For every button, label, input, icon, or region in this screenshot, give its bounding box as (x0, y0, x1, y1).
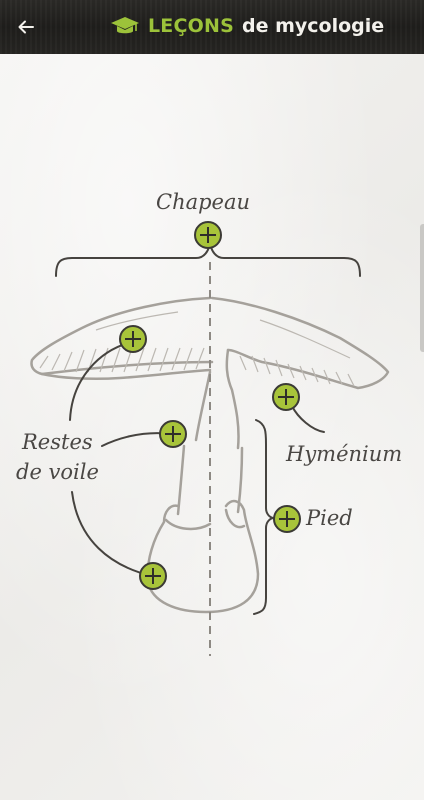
hotspot-chapeau[interactable] (194, 221, 222, 249)
cap-outline (30, 296, 214, 376)
hotspot-restes-lower[interactable] (139, 562, 167, 590)
leader-lines (55, 243, 361, 615)
hotspot-pied[interactable] (273, 505, 301, 533)
restes-leader-lower (71, 491, 153, 577)
plus-icon-bar (279, 517, 295, 521)
app-title: LEÇONS de mycologie (110, 11, 384, 41)
scroll-edge-handle[interactable] (420, 224, 424, 352)
plus-icon-bar (200, 233, 216, 237)
label-restes-line2: de voile (16, 460, 99, 484)
gill-hatching (39, 311, 355, 387)
app-bar: LEÇONS de mycologie (0, 0, 424, 54)
paper-background (0, 54, 424, 800)
title-strong: LEÇONS (148, 15, 234, 37)
cap-right-outline (210, 296, 390, 390)
label-restes-line1: Restes (22, 430, 93, 454)
plus-icon-bar (278, 395, 294, 399)
hymenium-leader (291, 405, 325, 433)
plus-icon-bar (165, 432, 181, 436)
graduation-cap-icon (111, 17, 139, 34)
plus-icon-bar (145, 574, 161, 578)
hotspot-hymenium[interactable] (272, 383, 300, 411)
label-chapeau: Chapeau (156, 190, 251, 214)
restes-leader-upper (69, 341, 133, 421)
back-button[interactable] (8, 9, 44, 45)
plus-icon-bar (125, 337, 141, 341)
wood-texture (0, 0, 424, 54)
title-rest: de mycologie (241, 15, 385, 37)
mushroom-outline (30, 296, 390, 614)
hotspot-restes-upper[interactable] (119, 325, 147, 353)
volva-outline (146, 499, 260, 614)
stem-outline (176, 444, 244, 516)
arrow-left-icon (18, 20, 34, 34)
mushroom-diagram (30, 243, 390, 656)
label-pied: Pied (306, 506, 353, 530)
hotspot-restes-middle[interactable] (159, 420, 187, 448)
label-hymenium: Hyménium (286, 442, 403, 466)
